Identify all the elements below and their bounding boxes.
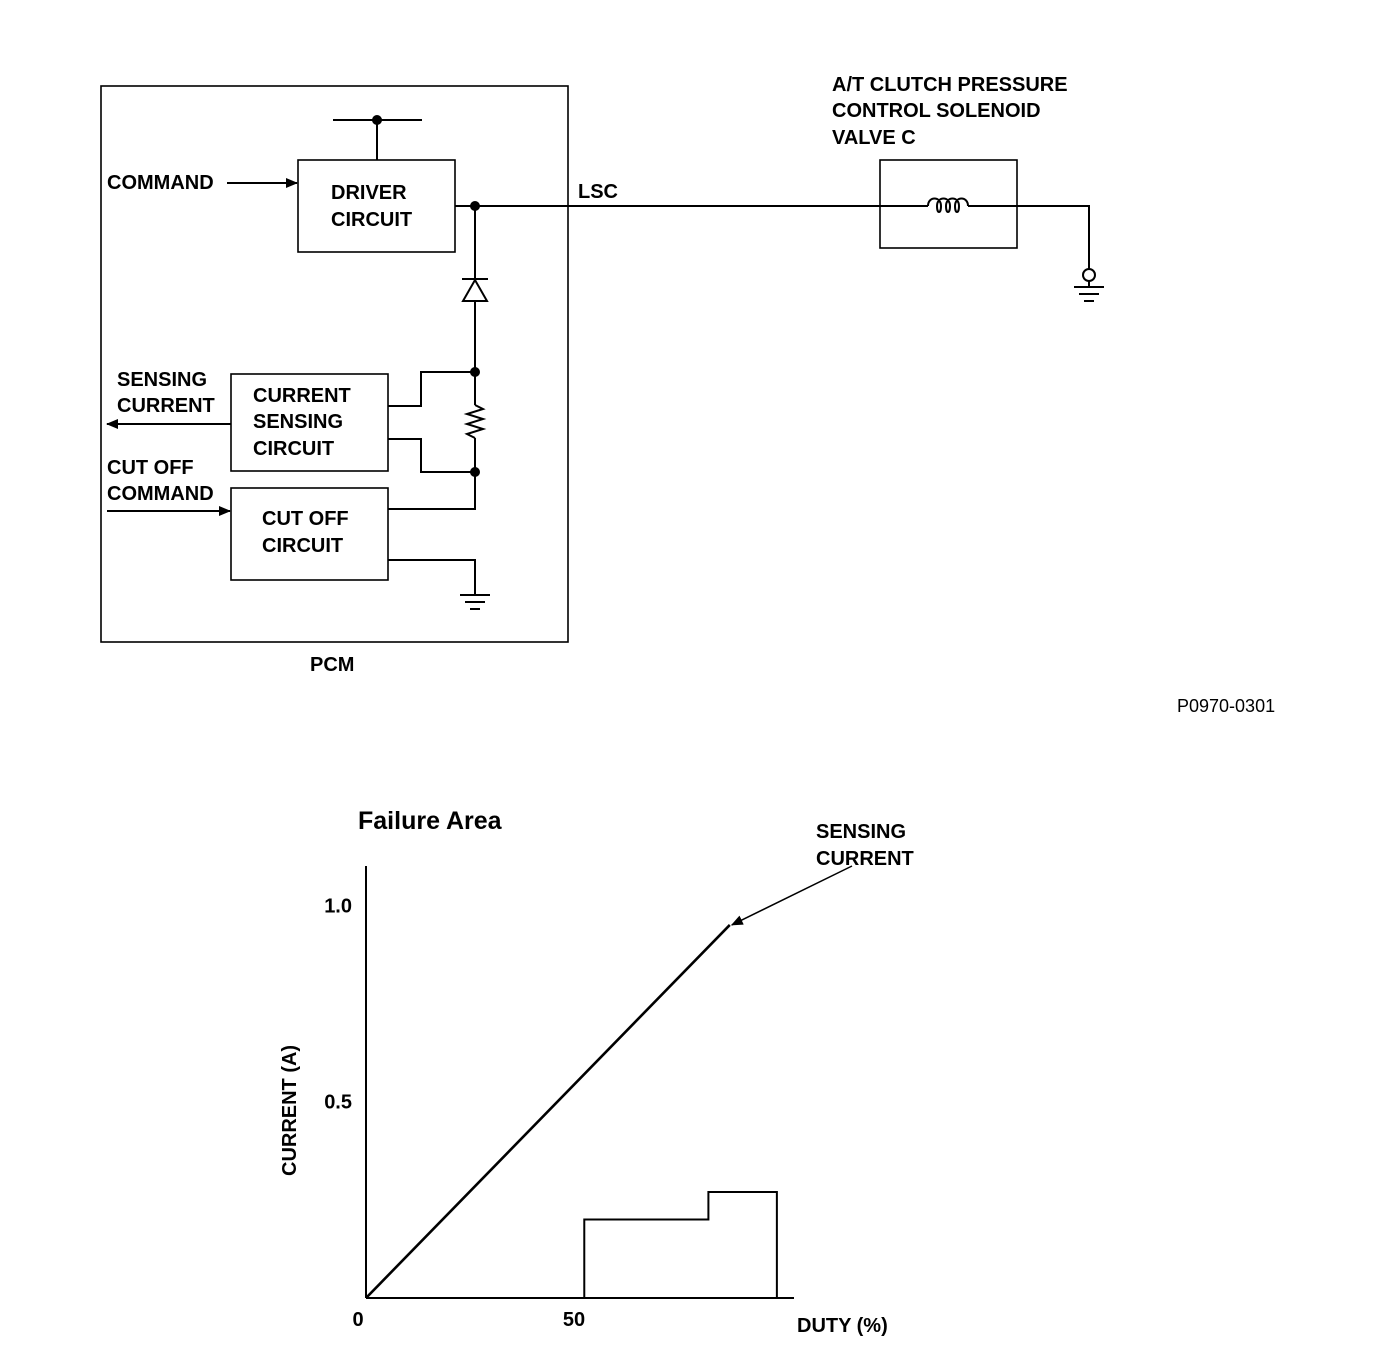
sensing-current-line <box>365 924 731 1299</box>
solenoid-label-1: A/T CLUTCH PRESSURE <box>832 74 1068 96</box>
cut-off-command-label-1: CUT OFF <box>107 457 194 479</box>
chart-title: Failure Area <box>358 807 503 835</box>
ground-terminal <box>1082 268 1096 282</box>
cut-off-command-label-2: COMMAND <box>107 483 214 505</box>
pcm-ground-icon <box>460 594 490 610</box>
pcm-schematic: PCM DRIVER CIRCUIT COMMAND LSC CURRENT S… <box>100 74 1275 716</box>
cut-off-circuit-label-2: CIRCUIT <box>262 535 343 557</box>
cut-off-wire-ground <box>388 559 476 594</box>
solenoid-label-2: CONTROL SOLENOID <box>832 100 1041 122</box>
solenoid-wire-ground <box>968 205 1090 269</box>
annotation-label-1: SENSING <box>816 821 906 843</box>
driver-circuit-label-1: DRIVER <box>331 182 407 204</box>
resistor-symbol <box>463 404 487 439</box>
sense-wire-bottom <box>388 438 475 473</box>
sensing-current-out-label-1: SENSING <box>117 369 207 391</box>
current-sensing-label-1: CURRENT <box>253 385 351 407</box>
driver-circuit-label-2: CIRCUIT <box>331 209 412 231</box>
solenoid-coil-icon <box>927 197 969 213</box>
failure-area-outline <box>583 1190 778 1298</box>
figure-id: P0970-0301 <box>1177 696 1275 716</box>
current-sensing-circuit-box <box>230 373 389 472</box>
driver-circuit-box <box>297 159 456 253</box>
y-tick-label: 1.0 <box>324 895 352 917</box>
failure-area-chart: Failure Area 0 50 1.0 0.5 DUTY (%) CURRE… <box>279 807 914 1337</box>
cut-off-wire-top <box>388 472 476 510</box>
current-sensing-label-2: SENSING <box>253 411 343 433</box>
annotation-arrow <box>730 865 853 926</box>
x-axis-label: DUTY (%) <box>797 1315 888 1337</box>
cut-off-circuit-box <box>230 487 389 581</box>
current-sensing-label-3: CIRCUIT <box>253 438 334 460</box>
sensing-current-out-label-2: CURRENT <box>117 395 215 417</box>
cut-off-circuit-label-1: CUT OFF <box>262 508 349 530</box>
annotation-label-2: CURRENT <box>816 848 914 870</box>
y-tick-label: 0.5 <box>324 1092 352 1114</box>
command-label: COMMAND <box>107 172 214 194</box>
pcm-label: PCM <box>310 654 354 676</box>
solenoid-box <box>879 159 1018 249</box>
lsc-label: LSC <box>578 181 618 203</box>
solenoid-ground-icon <box>1074 281 1104 302</box>
x-tick-label: 50 <box>563 1309 585 1331</box>
sense-wire-top <box>388 371 475 407</box>
y-axis-label: CURRENT (A) <box>279 1045 301 1176</box>
x-tick-label: 0 <box>352 1309 363 1331</box>
solenoid-label-3: VALVE C <box>832 127 916 149</box>
